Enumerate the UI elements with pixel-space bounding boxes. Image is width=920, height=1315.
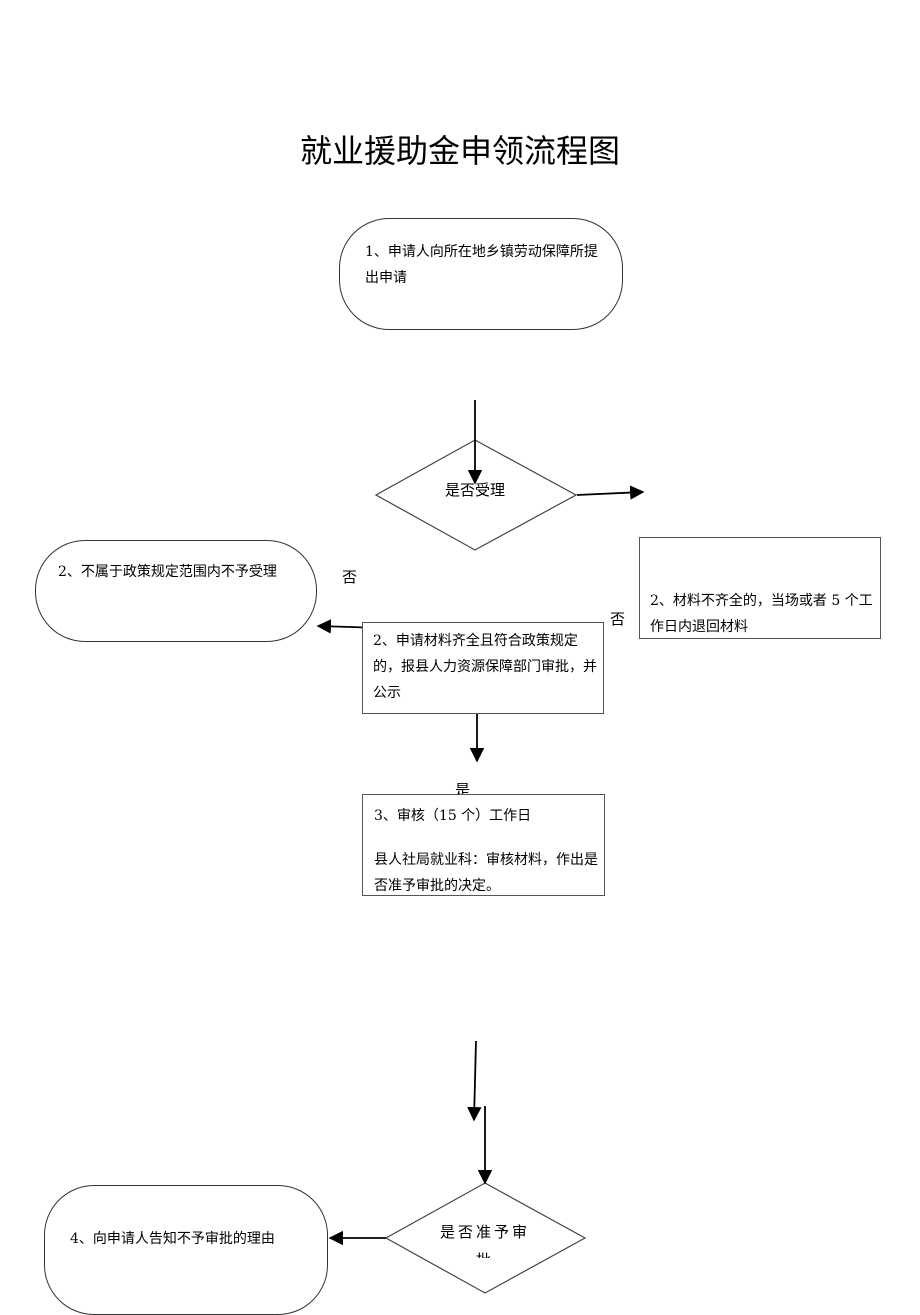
accept-decision-label: 是否受理 (444, 481, 505, 499)
notify-reject-text: 4、向申请人告知不予审批的理由 (70, 1231, 275, 1247)
apply-node: 1、申请人向所在地乡镇劳动保障所提出申请 (339, 218, 623, 330)
notify-reject-node: 4、向申请人告知不予审批的理由 (44, 1185, 328, 1315)
review-body: 县人社局就业科：审核材料，作出是否准予审批的决定。 (374, 852, 598, 894)
materials-incomplete-text: 2、材料不齐全的，当场或者 5 个工作日内退回材料 (650, 593, 873, 635)
page-title: 就业援助金申领流程图 (299, 132, 620, 170)
edge-label-no-left: 否 (342, 568, 358, 586)
not-in-scope-text: 2、不属于政策规定范围内不予受理 (58, 564, 277, 580)
review-heading: 3、审核（15 个）工作日 (374, 808, 532, 824)
accept-decision-diamond (374, 439, 578, 551)
approve-decision-diamond (384, 1182, 587, 1294)
edge-label-no-right: 否 (610, 610, 626, 628)
materials-complete-node: 2、申请材料齐全且符合政策规定的，报县人力资源保障部门审批，并公示 (362, 622, 604, 714)
materials-incomplete-node: 2、材料不齐全的，当场或者 5 个工作日内退回材料 (639, 537, 881, 639)
arrow-review-down (467, 1040, 482, 1122)
review-node: 3、审核（15 个）工作日 县人社局就业科：审核材料，作出是否准予审批的决定。 (362, 794, 605, 896)
apply-text: 1、申请人向所在地乡镇劳动保障所提出申请 (365, 244, 598, 286)
not-in-scope-node: 2、不属于政策规定范围内不予受理 (35, 540, 317, 642)
approve-decision-label: 是否准予审批 (440, 1218, 530, 1258)
arrow-decision-to-right (576, 485, 645, 500)
materials-complete-text: 2、申请材料齐全且符合政策规定的，报县人力资源保障部门审批，并公示 (373, 633, 597, 701)
approve-decision-text: 是否准予审批 (440, 1223, 530, 1258)
